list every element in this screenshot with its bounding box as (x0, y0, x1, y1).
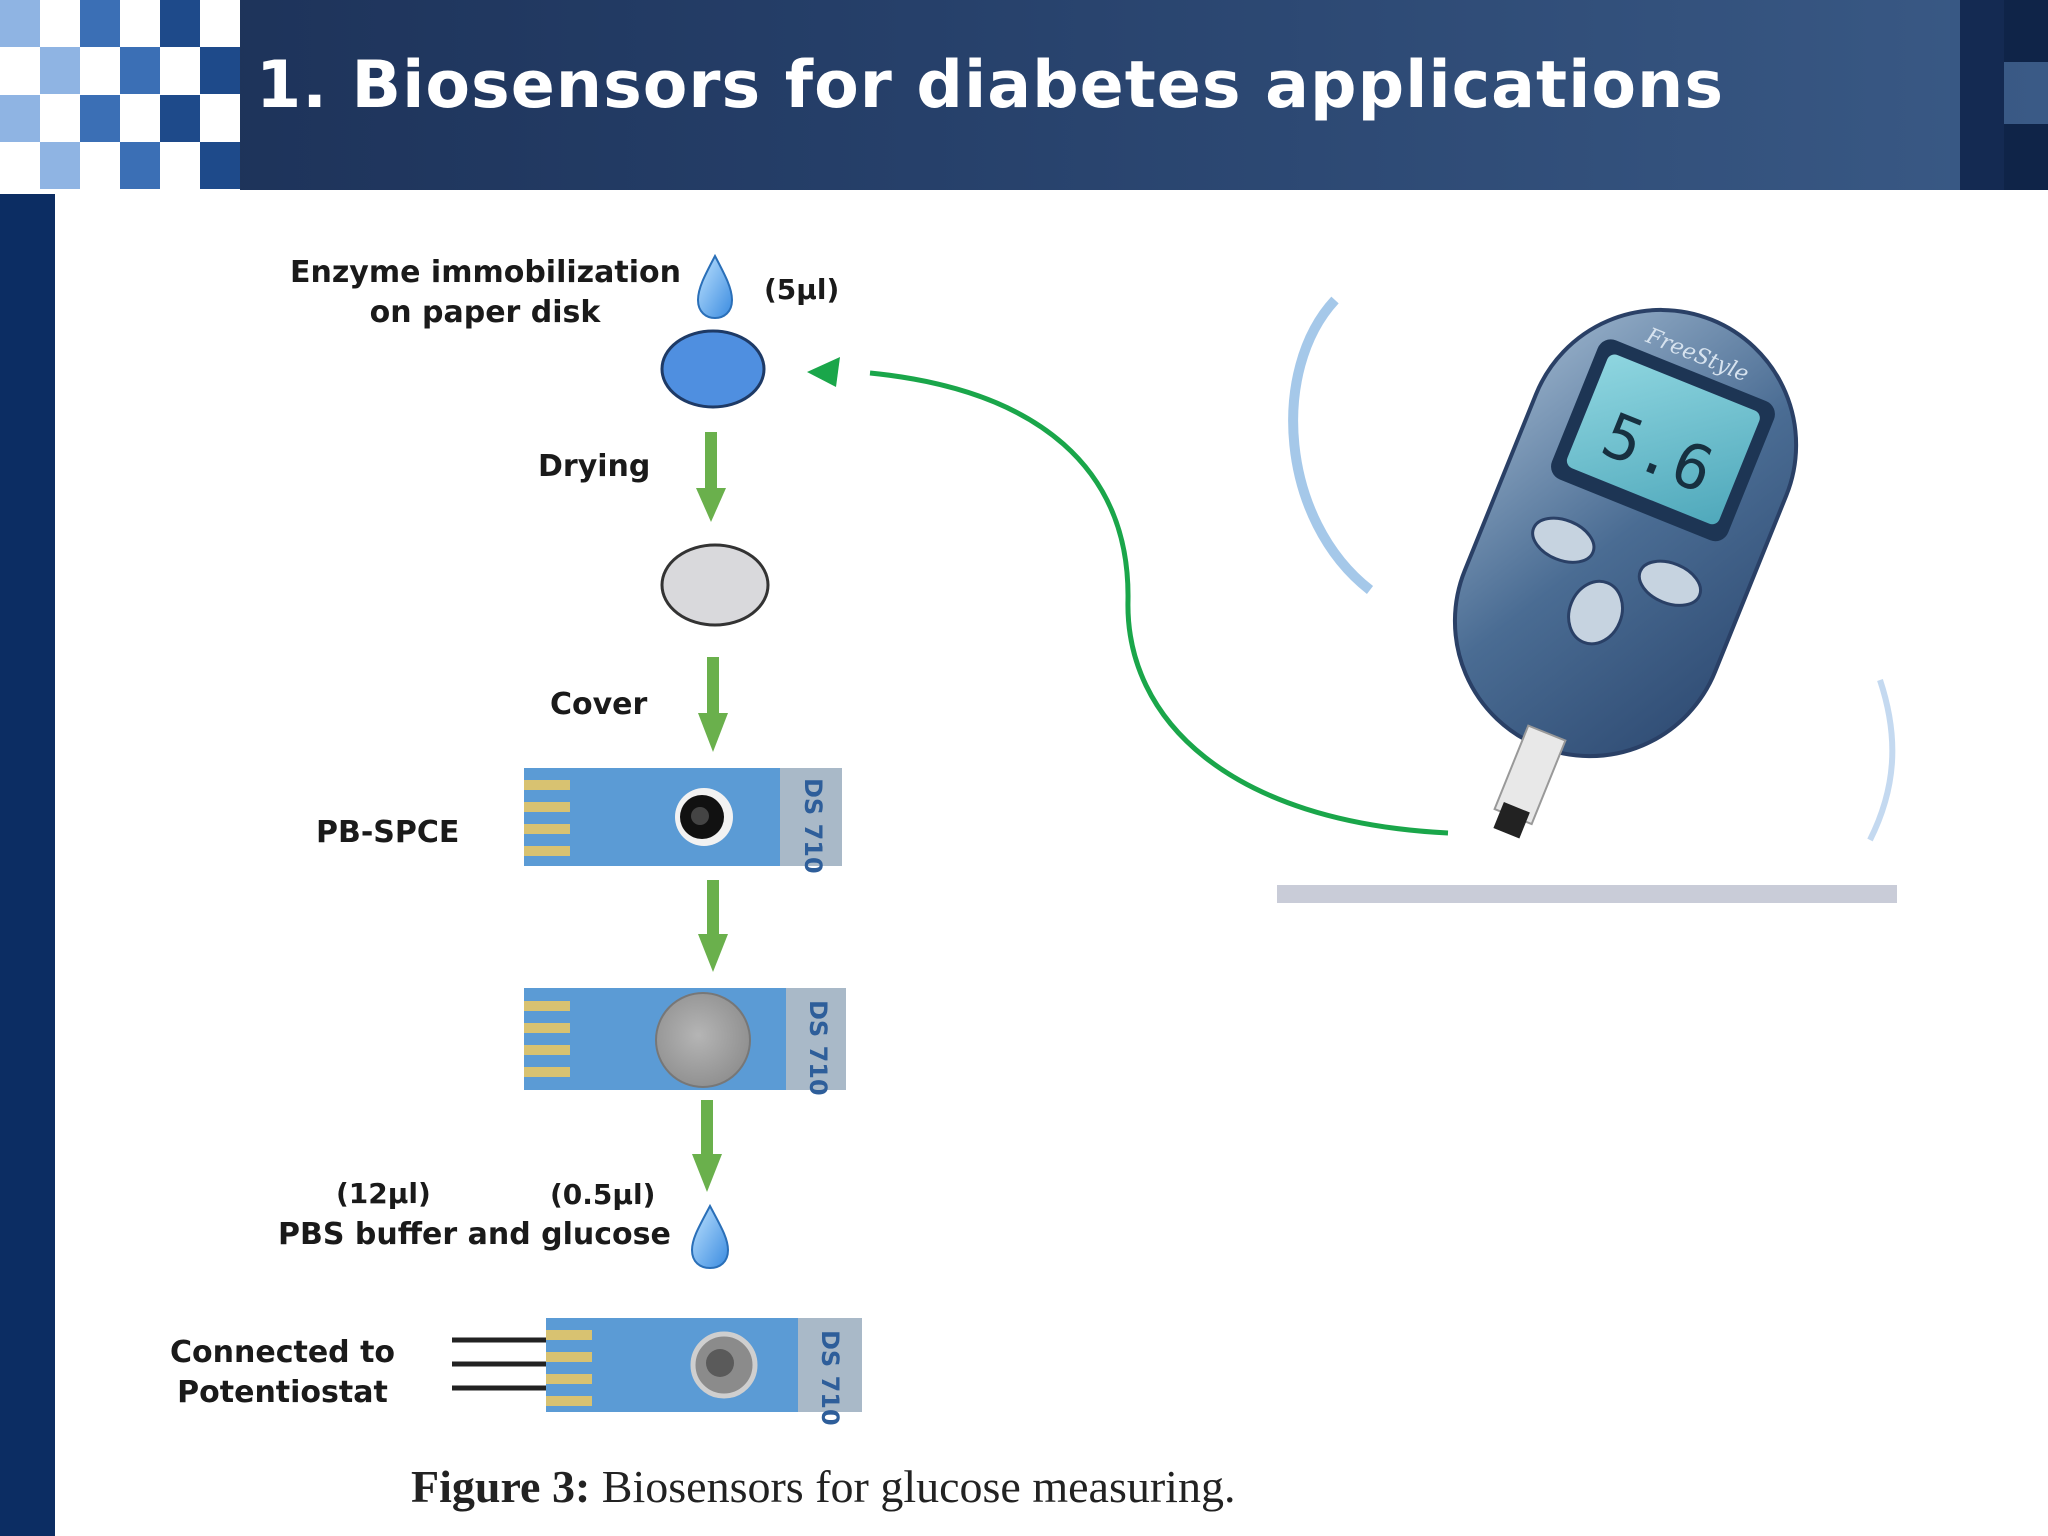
strip-label: DS 710 (799, 778, 827, 874)
pointer-arrow (807, 357, 1449, 836)
strip-label: DS 710 (816, 1330, 844, 1426)
enzyme-paper-disk (660, 329, 766, 409)
droplet-icon (690, 1203, 730, 1270)
volume-label: (12µl) (336, 1177, 431, 1210)
header-right-decoration (2004, 124, 2048, 190)
potentiostat-label-line: Connected to (170, 1335, 396, 1370)
droplet-icon (696, 253, 734, 320)
slide-title: 1. Biosensors for diabetes applications (256, 48, 1725, 123)
enzyme-label-line: Enzyme immobilization (290, 255, 681, 290)
header-right-decoration (2004, 0, 2048, 62)
caption-label: Figure 3: (411, 1461, 591, 1512)
enzyme-label: Enzyme immobilization on paper disk (290, 253, 681, 333)
slide-header (0, 0, 2048, 190)
volume-label: (5µl) (764, 273, 840, 306)
flow-arrow-down (692, 1100, 722, 1192)
pbs-buffer-label: PBS buffer and glucose (278, 1217, 671, 1252)
dried-paper-disk (660, 543, 770, 627)
flow-arrow-down (698, 657, 728, 752)
figure-caption: Figure 3: Biosensors for glucose measuri… (411, 1460, 1235, 1513)
strip-label: DS 710 (804, 1000, 832, 1096)
electrode-strip-connected (452, 1318, 862, 1412)
left-accent-bar (0, 194, 55, 1536)
volume-label: (0.5µl) (550, 1178, 656, 1211)
header-checker-decoration (0, 0, 240, 190)
flow-arrow-down (698, 880, 728, 972)
pb-spce-label: PB-SPCE (316, 815, 460, 850)
potentiostat-label: Connected to Potentiostat (170, 1333, 395, 1413)
electrode-strip-covered (524, 988, 846, 1090)
caption-text: Biosensors for glucose measuring. (590, 1461, 1236, 1512)
drying-label: Drying (538, 449, 651, 484)
enzyme-label-line: on paper disk (369, 295, 601, 330)
electrode-strip-bare (524, 768, 842, 866)
flow-arrow-down (696, 432, 726, 522)
potentiostat-label-line: Potentiostat (177, 1375, 388, 1410)
glucose-meter-photo: 5.6 FreeStyle (1277, 255, 1897, 903)
header-right-decoration (1960, 0, 2004, 190)
cover-label: Cover (550, 687, 648, 722)
